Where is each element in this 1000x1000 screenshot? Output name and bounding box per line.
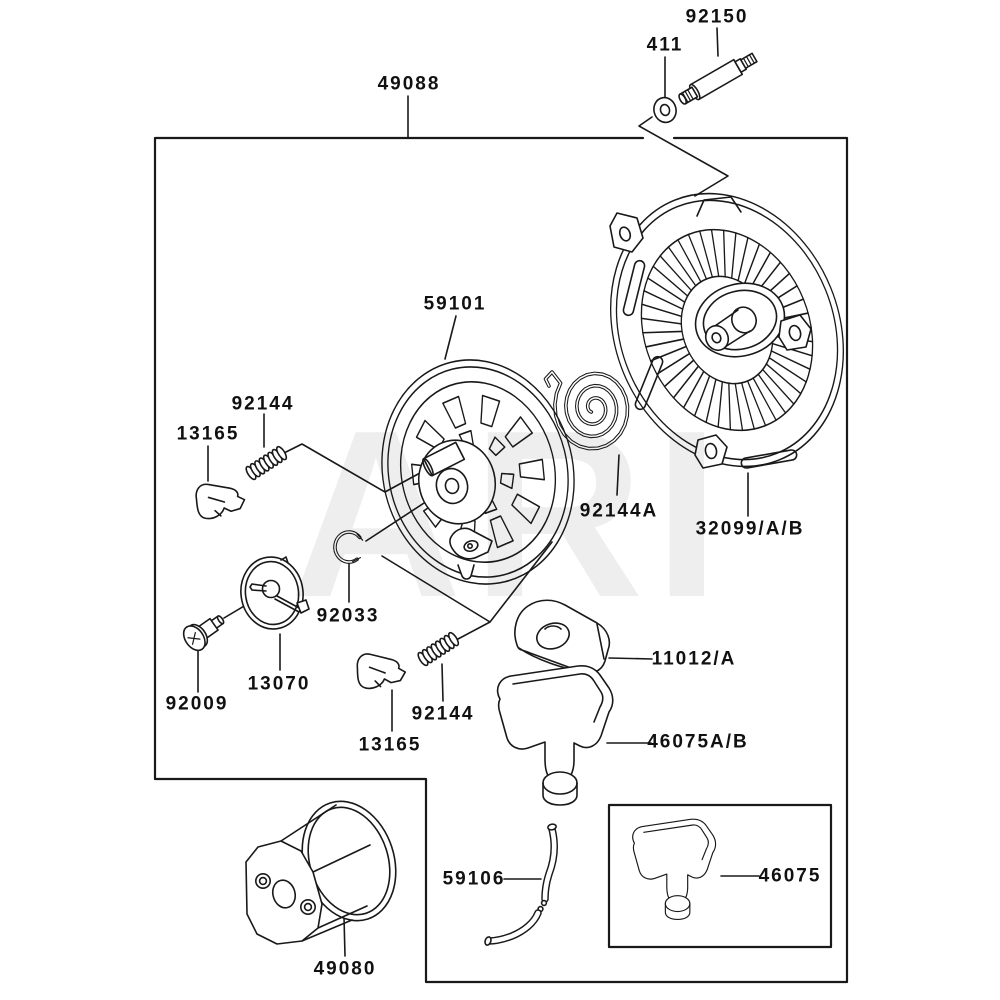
part-drawing-92144-top[interactable]: [243, 444, 289, 482]
part-drawing-13165-bottom[interactable]: [354, 652, 408, 693]
diagram-border: [153, 136, 849, 984]
part-drawing-11012[interactable]: [514, 599, 611, 675]
part-label-46075ab[interactable]: 46075A/B: [647, 731, 749, 753]
part-label-13165-top[interactable]: 13165: [176, 423, 240, 445]
part-label-49080[interactable]: 49080: [313, 958, 377, 980]
part-drawing-59106[interactable]: [484, 823, 558, 946]
part-label-411[interactable]: 411: [646, 34, 684, 56]
part-label-13165-bottom[interactable]: 13165: [358, 734, 422, 756]
leader-92150: [716, 27, 719, 57]
part-drawing-32099[interactable]: [571, 158, 884, 502]
part-drawing-59101[interactable]: [359, 339, 598, 604]
part-label-92150[interactable]: 92150: [685, 6, 749, 28]
leader-92144a: [616, 454, 620, 496]
part-label-11012[interactable]: 11012/A: [651, 648, 737, 670]
part-drawing-411[interactable]: [651, 95, 679, 125]
part-drawing-92033[interactable]: [333, 530, 364, 564]
part-label-92144a[interactable]: 92144A: [579, 500, 659, 522]
part-label-92009[interactable]: 92009: [165, 693, 229, 715]
leader-92144-to-hub: [283, 443, 432, 493]
leader-11012: [608, 657, 653, 660]
part-drawing-46075ab[interactable]: [496, 665, 614, 806]
part-drawing-92144-bottom[interactable]: [415, 630, 461, 668]
leader-59101: [444, 315, 457, 360]
inset-box-border: [607, 803, 833, 949]
leader-lines: [197, 27, 760, 957]
part-drawing-92150[interactable]: [676, 50, 759, 108]
part-drawing-13165-top[interactable]: [194, 483, 246, 521]
part-label-46075[interactable]: 46075: [758, 865, 822, 887]
part-drawing-92144a[interactable]: [543, 370, 630, 451]
leader-92144-bottom: [441, 663, 444, 702]
part-drawing-46075[interactable]: [632, 818, 717, 921]
leader-pawl-group-to-pulley: [381, 541, 553, 640]
part-label-92033[interactable]: 92033: [316, 605, 380, 627]
part-drawing-49080[interactable]: [245, 789, 411, 945]
part-label-92144-top[interactable]: 92144: [231, 393, 295, 415]
leader-zigzag-411-92150: [638, 116, 729, 197]
part-drawing-92009[interactable]: [179, 608, 230, 655]
part-label-13070[interactable]: 13070: [247, 673, 311, 695]
part-label-92144-bottom[interactable]: 92144: [411, 703, 475, 725]
part-label-59101[interactable]: 59101: [423, 293, 487, 315]
part-label-49088[interactable]: 49088: [377, 73, 441, 95]
part-label-32099[interactable]: 32099/A/B: [695, 518, 805, 540]
part-drawing-13070[interactable]: [236, 553, 310, 633]
part-label-59106[interactable]: 59106: [442, 868, 506, 890]
